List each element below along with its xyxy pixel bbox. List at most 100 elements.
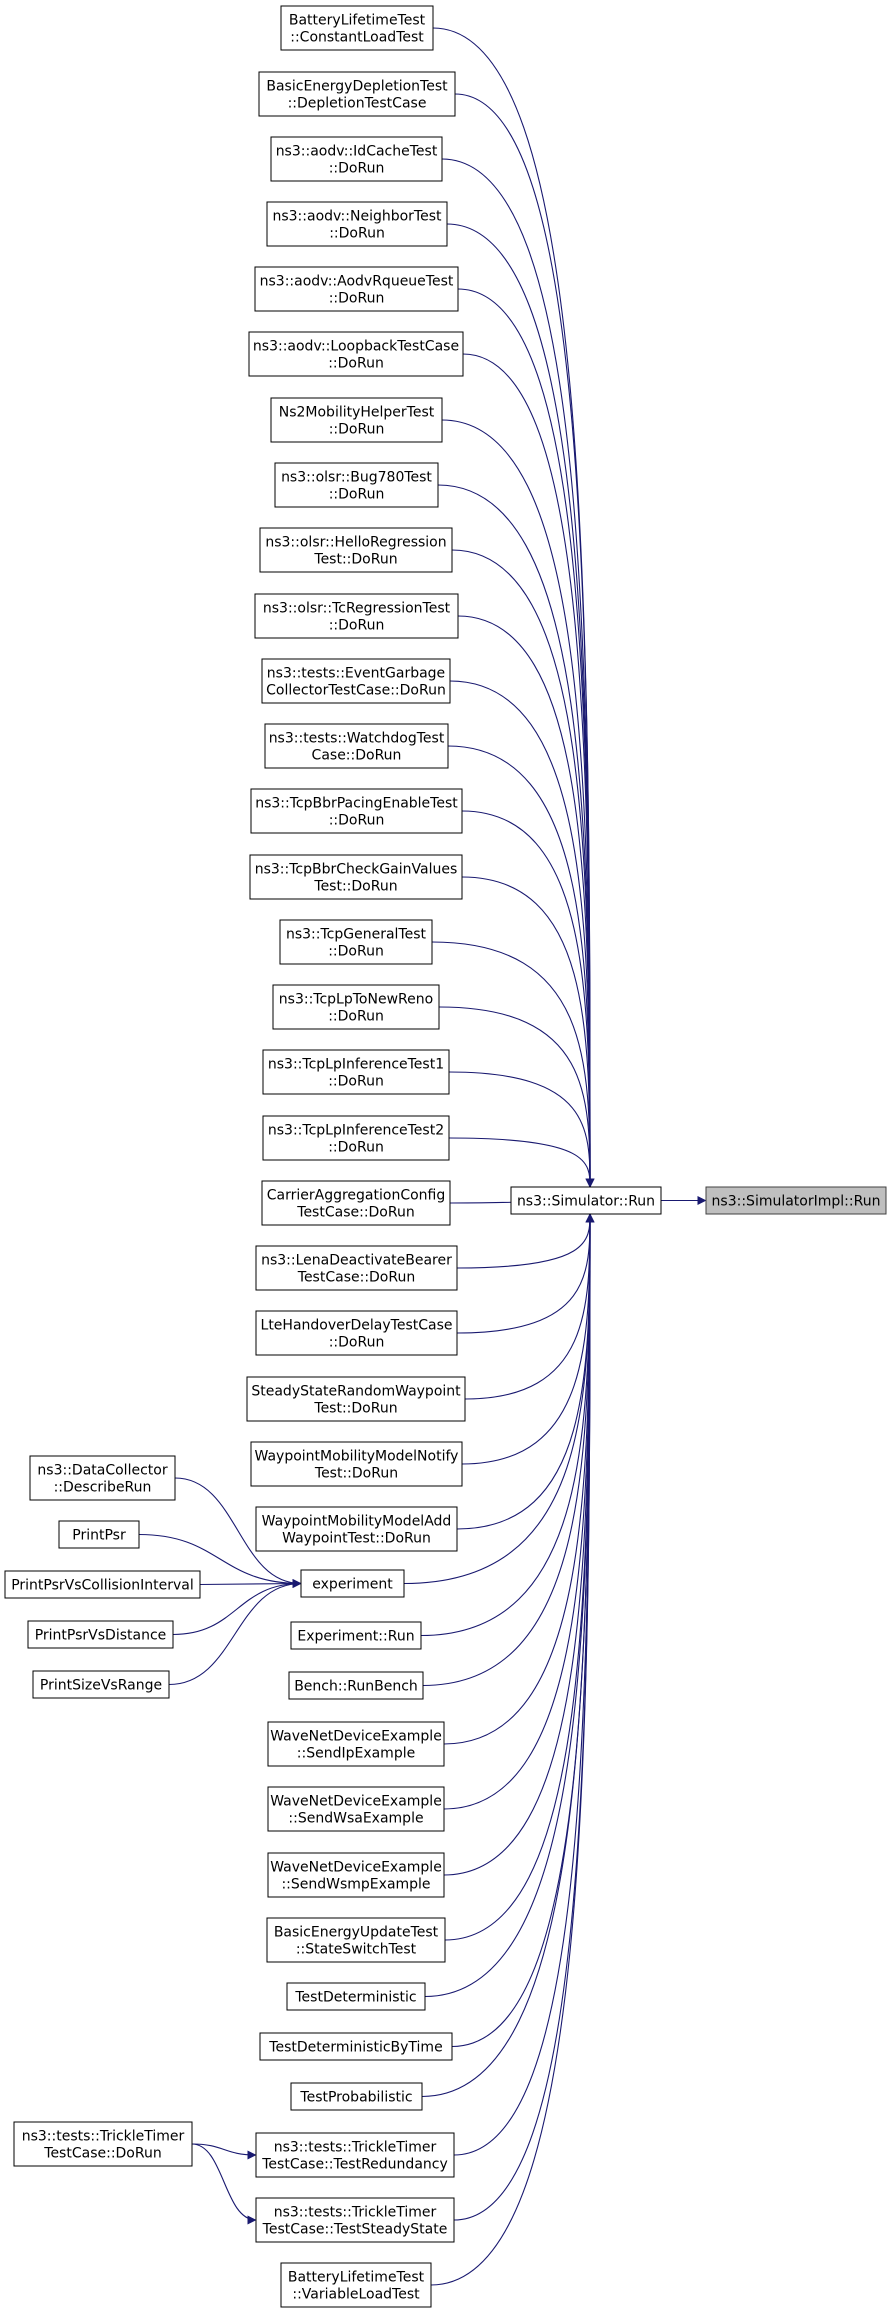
node-box xyxy=(262,1049,450,1095)
node-ns3-aodv-aodvrqueuetest-dorun[interactable]: ns3::aodv::AodvRqueueTest::DoRun xyxy=(254,266,459,312)
node-box xyxy=(279,919,433,965)
node-label: PrintPsr xyxy=(72,1528,126,1544)
node-label: PrintSizeVsRange xyxy=(40,1678,162,1694)
node-label: PrintPsrVsDistance xyxy=(35,1628,167,1644)
node-printpsrvsdistance[interactable]: PrintPsrVsDistance xyxy=(27,1620,174,1649)
node-label: ::DoRun xyxy=(329,422,385,438)
node-printsizevsrange[interactable]: PrintSizeVsRange xyxy=(32,1670,170,1699)
node-box xyxy=(255,1245,458,1291)
edge-ns3-olsr-bug780test-dorun-to-ns3-simulator-run xyxy=(437,484,595,1188)
node-label: ns3::tests::EventGarbage xyxy=(267,666,445,682)
node-ns3-tcpbbrpacingenabletest-dorun[interactable]: ns3::TcpBbrPacingEnableTest::DoRun xyxy=(250,788,463,834)
node-printpsr[interactable]: PrintPsr xyxy=(58,1520,140,1549)
node-wavenetdeviceexample-sendwsaexample[interactable]: WaveNetDeviceExample::SendWsaExample xyxy=(267,1786,445,1832)
node-box xyxy=(280,5,434,51)
node-label: ::DoRun xyxy=(329,618,385,634)
node-label: BasicEnergyDepletionTest xyxy=(266,79,448,95)
node-box xyxy=(255,2197,455,2243)
node-ns2mobilityhelpertest-dorun[interactable]: Ns2MobilityHelperTest::DoRun xyxy=(270,397,443,443)
node-label: BatteryLifetimeTest xyxy=(288,2270,425,2286)
node-basicenergyupdatetest-stateswitchtest[interactable]: BasicEnergyUpdateTest::StateSwitchTest xyxy=(266,1917,446,1963)
node-box xyxy=(261,658,451,704)
node-label: ::DepletionTestCase xyxy=(288,96,427,112)
node-ns3-olsr-tcregressiontest-dorun[interactable]: ns3::olsr::TcRegressionTest::DoRun xyxy=(254,593,459,639)
node-printpsrvscollisioninterval[interactable]: PrintPsrVsCollisionInterval xyxy=(4,1570,201,1599)
node-ns3-tcplptonewreno-dorun[interactable]: ns3::TcpLpToNewReno::DoRun xyxy=(272,984,440,1030)
edge-ns3-tests-trickletimertestcase-dorun-to-ns3-tests-trickletimertestcase-teststeadystate xyxy=(191,2143,257,2225)
node-ns3-simulator-run[interactable]: ns3::Simulator::Run xyxy=(510,1186,662,1215)
node-basicenergydepletiontest-depletiontestcase[interactable]: BasicEnergyDepletionTest::DepletionTestC… xyxy=(258,71,456,117)
node-ns3-aodv-idcachetest-dorun[interactable]: ns3::aodv::IdCacheTest::DoRun xyxy=(270,136,443,182)
node-label: TestCase::DoRun xyxy=(296,1205,414,1221)
node-label: CarrierAggregationConfig xyxy=(267,1188,446,1204)
edge-basicenergydepletiontest-depletiontestcase-to-ns3-simulator-run xyxy=(454,93,595,1188)
node-label: ::DoRun xyxy=(329,161,385,177)
edge-ns3-aodv-aodvrqueuetest-dorun-to-ns3-simulator-run xyxy=(457,288,595,1188)
node-box xyxy=(267,1852,445,1898)
edge-printpsrvsdistance-to-experiment xyxy=(172,1579,302,1636)
node-label: TestDeterministicByTime xyxy=(268,2040,442,2056)
node-waypointmobilitymodeladdwaypointtest-dorun[interactable]: WaypointMobilityModelAddWaypointTest::Do… xyxy=(255,1506,458,1552)
node-batterylifetimetest-constantloadtest[interactable]: BatteryLifetimeTest::ConstantLoadTest xyxy=(280,5,434,51)
node-box xyxy=(246,1376,466,1422)
node-box xyxy=(261,1180,451,1226)
node-box xyxy=(259,2032,453,2061)
node-ns3-tcplpinferencetest1-dorun[interactable]: ns3::TcpLpInferenceTest1::DoRun xyxy=(262,1049,450,1095)
node-label: experiment xyxy=(312,1577,393,1593)
node-label: ::DoRun xyxy=(328,1009,384,1025)
node-ns3-tcplpinferencetest2-dorun[interactable]: ns3::TcpLpInferenceTest2::DoRun xyxy=(262,1115,450,1161)
node-label: TestCase::DoRun xyxy=(43,2146,161,2162)
edge-waypointmobilitymodelnotifytest-dorun-to-ns3-simulator-run xyxy=(461,1213,595,1465)
node-label: BatteryLifetimeTest xyxy=(289,13,426,29)
node-ns3-tests-trickletimertestcase-teststeadystate[interactable]: ns3::tests::TrickleTimerTestCase::TestSt… xyxy=(255,2197,455,2243)
node-label: ::DoRun xyxy=(329,226,385,242)
node-ns3-aodv-neighbortest-dorun[interactable]: ns3::aodv::NeighborTest::DoRun xyxy=(266,201,448,247)
node-experiment-run[interactable]: Experiment::Run xyxy=(290,1621,422,1650)
node-label: ns3::TcpLpInferenceTest1 xyxy=(268,1057,444,1073)
node-label: Test::DoRun xyxy=(314,1466,398,1482)
node-label: ns3::DataCollector xyxy=(37,1463,167,1479)
node-testdeterministicbytime[interactable]: TestDeterministicByTime xyxy=(259,2032,453,2061)
node-experiment[interactable]: experiment xyxy=(300,1569,405,1598)
node-box xyxy=(267,1786,445,1832)
node-ns3-datacollector-describerun[interactable]: ns3::DataCollector::DescribeRun xyxy=(29,1455,176,1501)
node-ns3-tcpgeneraltest-dorun[interactable]: ns3::TcpGeneralTest::DoRun xyxy=(279,919,433,965)
node-testprobabilistic[interactable]: TestProbabilistic xyxy=(290,2082,423,2111)
node-label: WaveNetDeviceExample xyxy=(270,1860,442,1876)
node-label: Ns2MobilityHelperTest xyxy=(279,405,435,421)
node-box xyxy=(288,1671,424,1700)
node-label: ns3::TcpBbrCheckGainValues xyxy=(255,862,458,878)
node-box xyxy=(266,1917,446,1963)
edge-ns3-tests-trickletimertestcase-dorun-to-ns3-tests-trickletimertestcase-testredundancy xyxy=(191,2143,257,2160)
node-wavenetdeviceexample-sendwsmpexample[interactable]: WaveNetDeviceExample::SendWsmpExample xyxy=(267,1852,445,1898)
node-wavenetdeviceexample-sendipexample[interactable]: WaveNetDeviceExample::SendIpExample xyxy=(267,1721,445,1767)
edge-ns3-tcplpinferencetest1-dorun-to-ns3-simulator-run xyxy=(448,1071,595,1188)
node-batterylifetimetest-variableloadtest[interactable]: BatteryLifetimeTest::VariableLoadTest xyxy=(280,2262,432,2308)
node-testdeterministic[interactable]: TestDeterministic xyxy=(286,1982,426,2011)
node-ns3-olsr-bug780test-dorun[interactable]: ns3::olsr::Bug780Test::DoRun xyxy=(274,462,439,508)
node-ns3-aodv-loopbacktestcase-dorun[interactable]: ns3::aodv::LoopbackTestCase::DoRun xyxy=(248,331,464,377)
node-label: ns3::aodv::LoopbackTestCase xyxy=(253,339,459,355)
node-ns3-tests-eventgarbagecollectortestcase-dorun[interactable]: ns3::tests::EventGarbageCollectorTestCas… xyxy=(261,658,451,704)
node-label: Test::DoRun xyxy=(313,552,397,568)
node-ltehandoverdelaytestcase-dorun[interactable]: LteHandoverDelayTestCase::DoRun xyxy=(255,1310,458,1356)
node-box xyxy=(250,1441,463,1487)
node-box xyxy=(262,1115,450,1161)
node-label: ns3::olsr::Bug780Test xyxy=(281,470,432,486)
call-edges xyxy=(138,27,707,2286)
node-box xyxy=(58,1520,140,1549)
node-ns3-tests-trickletimertestcase-testredundancy[interactable]: ns3::tests::TrickleTimerTestCase::TestRe… xyxy=(255,2132,455,2178)
node-label: Experiment::Run xyxy=(297,1629,414,1645)
node-box xyxy=(259,527,453,573)
node-box xyxy=(286,1982,426,2011)
node-bench-runbench[interactable]: Bench::RunBench xyxy=(288,1671,424,1700)
